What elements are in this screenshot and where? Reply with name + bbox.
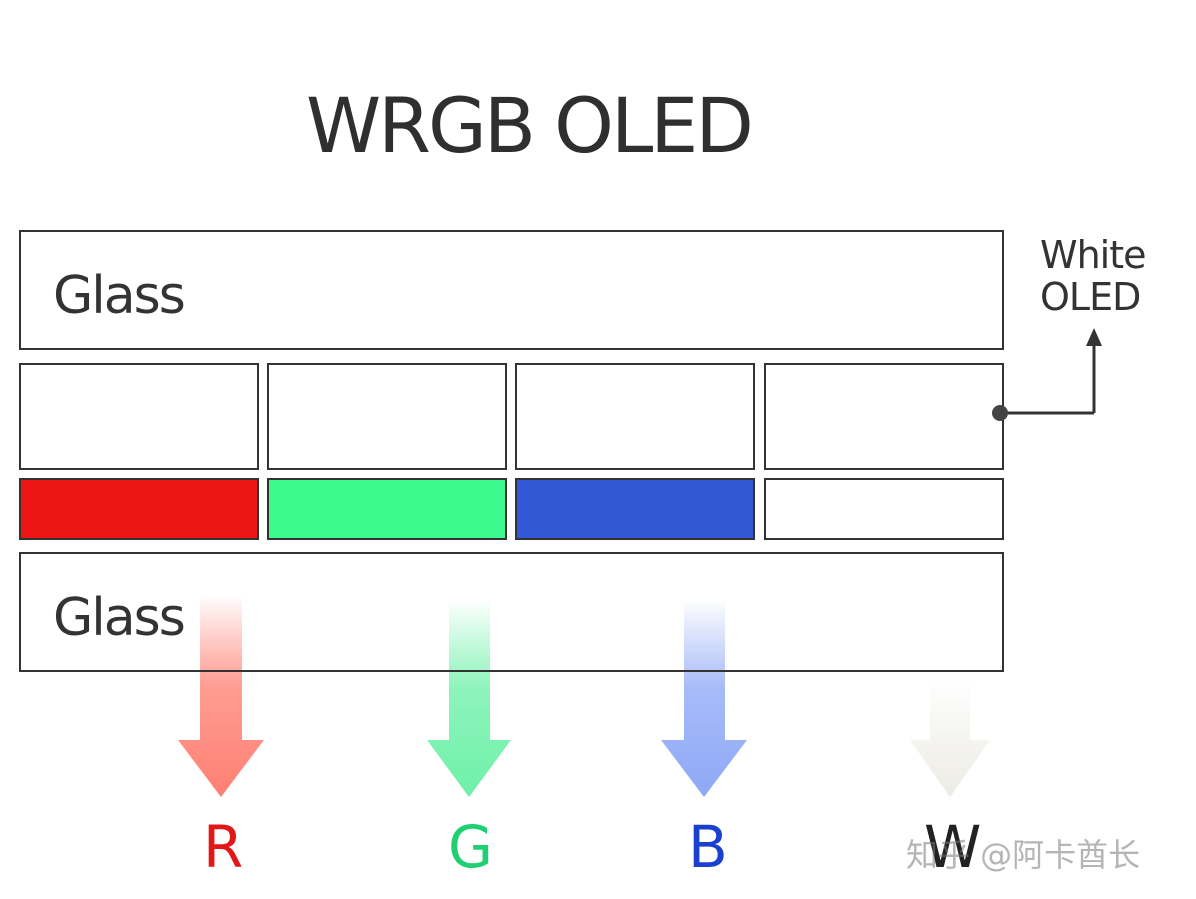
blue-light-arrow (661, 600, 747, 797)
diagram-title: WRGB OLED (306, 81, 754, 170)
white-oled-pointer-arrowhead (1086, 328, 1102, 346)
white-oled-label: White OLED (1040, 234, 1146, 318)
top-glass-label: Glass (53, 266, 186, 326)
oled-cell-b (515, 363, 755, 470)
output-g: G (448, 813, 493, 881)
top-glass-layer: Glass (19, 230, 1004, 350)
oled-cell-w (764, 363, 1004, 470)
output-r: R (203, 813, 244, 881)
watermark: 知乎 @阿卡酋长 (906, 836, 1141, 874)
bottom-glass-layer: Glass (19, 552, 1004, 672)
white-light-arrow (910, 680, 990, 797)
white-oled-label-line1: White (1040, 233, 1146, 277)
output-b: B (688, 813, 728, 881)
red-light-arrow (178, 595, 264, 797)
red-filter (19, 478, 259, 540)
bottom-glass-label: Glass (53, 588, 186, 648)
green-light-arrow (427, 600, 511, 797)
white-oled-pointer-dot (992, 405, 1008, 421)
oled-cell-g (267, 363, 507, 470)
white-filter (764, 478, 1004, 540)
green-filter (267, 478, 507, 540)
blue-filter (515, 478, 755, 540)
oled-cell-r (19, 363, 259, 470)
white-oled-label-line2: OLED (1040, 275, 1141, 319)
output-w: W (924, 813, 982, 881)
